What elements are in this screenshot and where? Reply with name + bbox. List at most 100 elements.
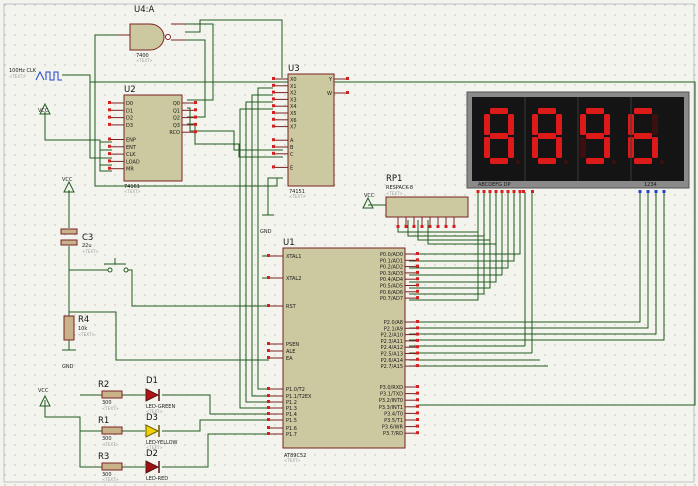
pin-label: P0.4/AD4 <box>380 277 403 283</box>
r1-resistor[interactable]: R1 300 <TEXT> <box>98 416 123 447</box>
d3-part: LED-YELLOW <box>146 440 178 446</box>
pin-label: P0.3/AD3 <box>380 271 403 277</box>
pin-label: B <box>290 145 294 151</box>
c3-value: 22u <box>82 243 92 249</box>
u1-microcontroller[interactable]: U1 AT89C52 <TEXT> XTAL1XTAL2RSTPSENALEEA… <box>267 238 419 463</box>
pin-marker <box>346 77 349 80</box>
pin-label: P0.0/AD0 <box>380 252 403 258</box>
reset-pushbutton[interactable] <box>104 258 129 273</box>
pin-label: E <box>290 165 293 171</box>
r3-resistor[interactable]: R3 300 <TEXT> <box>98 452 123 482</box>
pin-marker <box>267 304 270 307</box>
segment-pin-label: ABCDEFG DP <box>478 182 510 188</box>
u4-nand-gate[interactable]: U4:A 7400 <TEXT> <box>118 5 185 63</box>
pin-marker <box>272 77 275 80</box>
pin-label: P0.7/AD7 <box>380 296 403 302</box>
pin-marker <box>522 190 525 193</box>
pin-marker <box>416 252 419 255</box>
pin-marker <box>404 225 408 228</box>
pin-marker <box>416 326 419 330</box>
pin-label: W <box>327 91 332 97</box>
pin-marker <box>416 345 419 349</box>
segment-e <box>532 137 538 158</box>
u1-left-pins: XTAL1XTAL2RSTPSENALEEAP1.0/T2P1.1/T2EXP1… <box>267 254 312 438</box>
svg-text:GND: GND <box>260 229 272 235</box>
pin-marker <box>428 225 432 228</box>
r4-ref: R4 <box>78 315 89 325</box>
r3-ref: R3 <box>98 452 109 462</box>
pin-marker <box>267 406 270 409</box>
pin-marker <box>267 356 270 359</box>
rp1-resistor-pack[interactable]: RP1 RESPACK-8 <TEXT> <box>385 174 469 228</box>
pin-marker <box>267 394 270 397</box>
segment-c <box>508 137 514 158</box>
segment-dp <box>659 159 665 165</box>
svg-text:VCC: VCC <box>62 177 73 183</box>
segment-e <box>580 137 586 158</box>
pin-label: P2.3/A11 <box>381 339 403 345</box>
pin-marker <box>267 432 270 435</box>
pin-label: X7 <box>290 125 297 131</box>
pin-marker <box>416 357 419 361</box>
pin-label: A <box>290 138 294 144</box>
pin-label: P1.2 <box>286 400 297 406</box>
pin-label: P0.5/AD5 <box>380 284 403 290</box>
pin-label: PSEN <box>286 342 299 348</box>
pin-marker <box>512 190 516 193</box>
digit-1 <box>484 108 521 165</box>
pin-label: ENT <box>126 145 137 151</box>
pin-marker <box>416 424 419 428</box>
pin-label: D3 <box>126 123 133 129</box>
pin-marker <box>194 130 197 134</box>
pin-label: Q0 <box>173 101 180 107</box>
d1-led-green[interactable]: D1 LED-GREEN <TEXT> <box>145 376 175 414</box>
vcc-terminal: VCC <box>38 388 51 407</box>
pin-label: P2.7/A15 <box>381 364 403 370</box>
pin-label: P1.7 <box>286 432 297 438</box>
seven-segment-display[interactable]: ABCDEFG DP 1234 <box>466 91 690 193</box>
segment-f <box>580 114 586 135</box>
pin-marker <box>416 289 419 293</box>
c3-capacitor[interactable]: C3 22u <TEXT> <box>60 228 99 254</box>
pin-label: P3.2/INT0 <box>379 398 403 404</box>
d3-led-yellow[interactable]: D3 LED-YELLOW <TEXT> <box>145 413 178 450</box>
segment-b <box>604 114 610 135</box>
pin-marker <box>500 190 504 193</box>
display-pins <box>476 190 666 193</box>
clock-generator[interactable]: 100Hz CLK <TEXT> <box>9 68 62 81</box>
pin-marker <box>272 117 275 121</box>
gnd-terminal: GND <box>260 229 272 235</box>
pin-label: X1 <box>290 84 297 90</box>
r4-resistor[interactable]: R4 10k <TEXT> <box>63 315 95 341</box>
pin-label: X5 <box>290 111 297 117</box>
pin-label: XTAL2 <box>286 276 301 282</box>
vcc-terminal: VCC <box>62 177 75 193</box>
u1-ref: U1 <box>283 238 295 248</box>
pin-marker <box>108 159 111 163</box>
segment-g <box>634 133 652 139</box>
u4-ref: U4:A <box>134 5 154 15</box>
svg-text:VCC: VCC <box>364 193 375 199</box>
pin-marker <box>272 83 275 87</box>
pin-label: P3.5/T1 <box>384 418 403 424</box>
pin-marker <box>531 190 534 193</box>
pin-marker <box>494 190 498 193</box>
pin-marker <box>518 190 522 193</box>
pin-marker <box>396 225 400 228</box>
pin-label: P3.7/RD <box>383 431 403 437</box>
pin-marker <box>272 90 275 94</box>
segment-dp <box>515 159 521 165</box>
u3-right-pins: YW <box>327 77 349 97</box>
segment-c <box>604 137 610 158</box>
r2-tag: <TEXT> <box>102 406 119 411</box>
pin-marker <box>416 385 419 388</box>
r2-resistor[interactable]: R2 300 <TEXT> <box>98 380 123 411</box>
pin-marker <box>416 277 419 281</box>
d2-led-red[interactable]: D2 LED-RED <box>145 449 168 482</box>
u2-counter[interactable]: U2 74161 <TEXT> D0D1D2D3ENPENTCLKLOADMR … <box>108 85 197 194</box>
pin-marker <box>476 190 480 193</box>
